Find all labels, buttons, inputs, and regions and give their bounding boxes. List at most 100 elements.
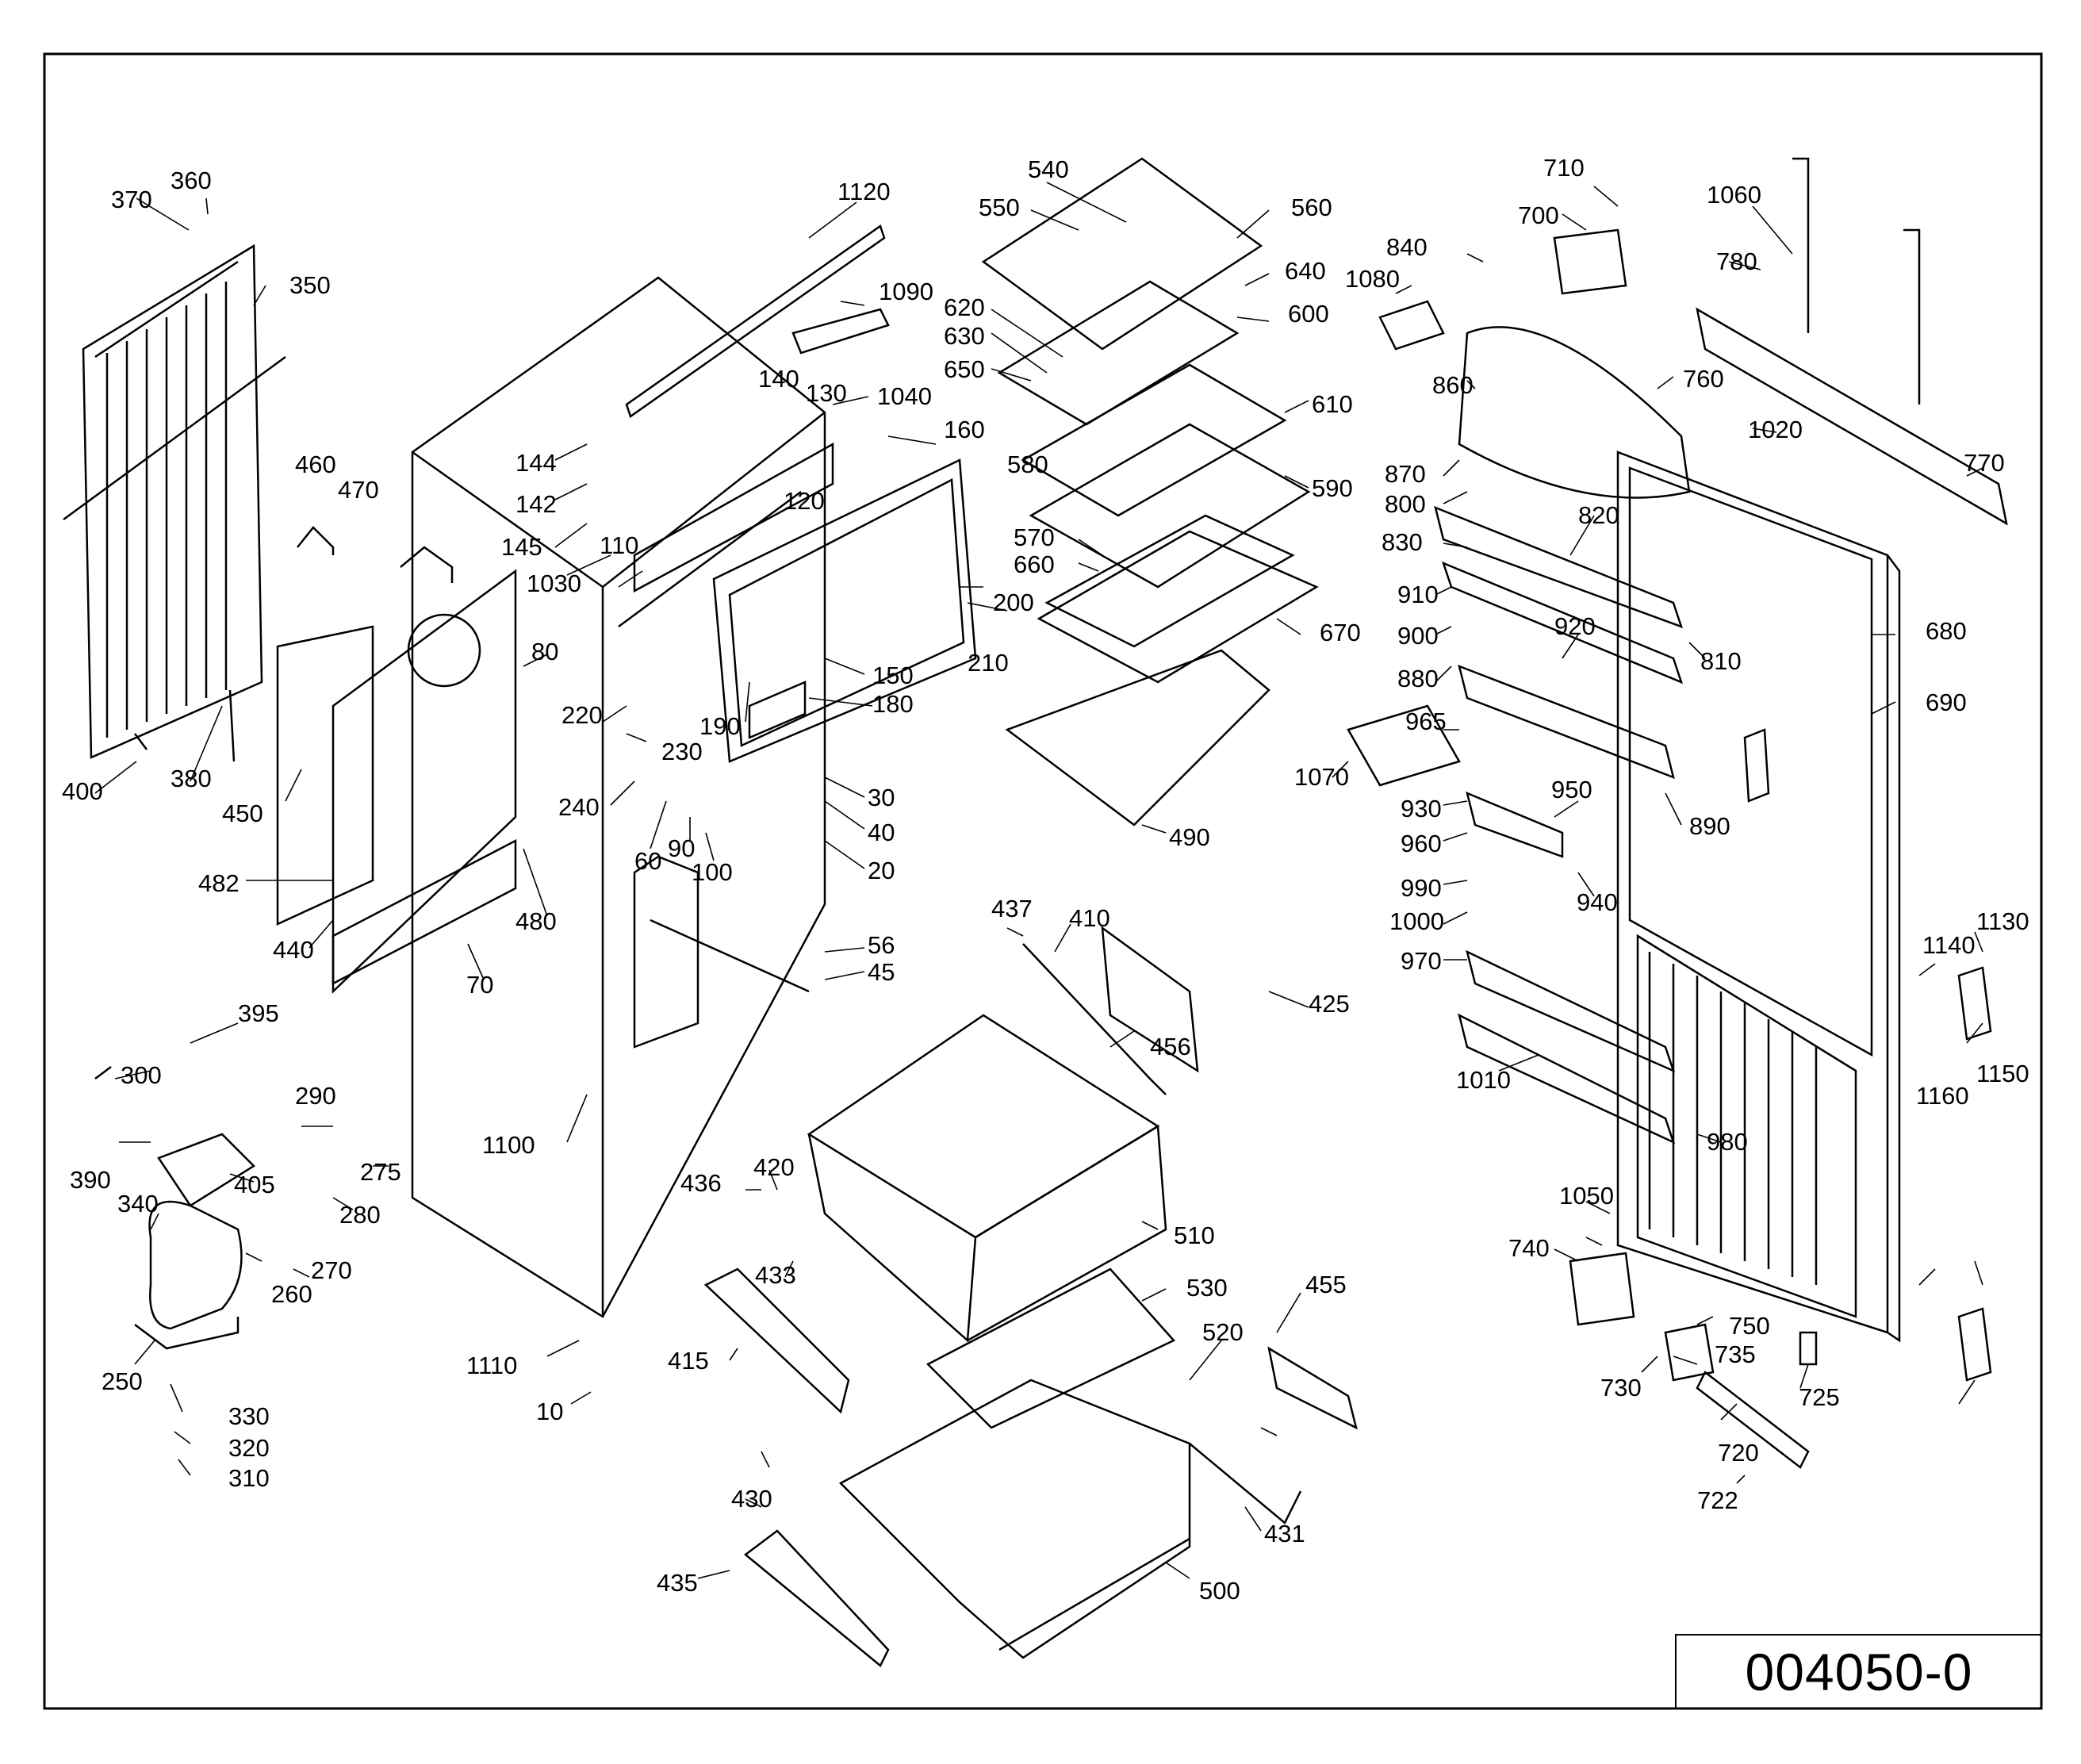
callout-30: 30 (868, 784, 895, 811)
crisper-bins-part (807, 926, 1358, 1659)
callout-740: 740 (1508, 1234, 1550, 1262)
callout-210: 210 (968, 649, 1009, 677)
callout-890: 890 (1689, 812, 1730, 840)
callout-405: 405 (234, 1171, 275, 1198)
callout-455: 455 (1305, 1271, 1347, 1298)
callout-144: 144 (515, 449, 557, 477)
callout-180: 180 (872, 690, 914, 718)
compressor-part (94, 1066, 255, 1350)
callout-275: 275 (360, 1158, 401, 1186)
callout-410: 410 (1069, 904, 1110, 932)
callout-720: 720 (1718, 1439, 1759, 1467)
callout-70: 70 (466, 971, 493, 999)
callout-800: 800 (1385, 490, 1426, 518)
drawing-id-number: 004050-0 (1745, 1643, 1973, 1701)
callout-437: 437 (991, 895, 1033, 922)
callout-20: 20 (868, 857, 895, 884)
callout-395: 395 (238, 999, 279, 1027)
control-panel-part (625, 224, 890, 593)
callout-190: 190 (699, 712, 741, 740)
callout-470: 470 (338, 476, 379, 504)
callout-370: 370 (111, 186, 152, 213)
cabinet-part (411, 276, 826, 1318)
callout-1090: 1090 (879, 278, 933, 305)
callout-436-upper: 436 (680, 1169, 722, 1197)
fridge-door-part (1616, 451, 1901, 1343)
callout-940: 940 (1577, 888, 1618, 916)
leader-lines (94, 182, 1983, 1579)
callout-1070: 1070 (1294, 763, 1349, 791)
callout-260: 260 (271, 1280, 312, 1308)
callout-960: 960 (1401, 830, 1442, 857)
callout-140: 140 (758, 365, 799, 393)
callout-510: 510 (1174, 1221, 1215, 1249)
callout-820: 820 (1578, 501, 1619, 529)
line-art (63, 157, 2008, 1667)
callout-480: 480 (515, 907, 557, 935)
callout-200: 200 (993, 589, 1034, 616)
callout-590: 590 (1312, 474, 1353, 502)
callout-722: 722 (1697, 1486, 1738, 1514)
callout-60: 60 (634, 847, 661, 875)
callout-330: 330 (228, 1402, 270, 1430)
door-bins-part (1347, 300, 1691, 1145)
hinge-bracket-part (1553, 157, 2008, 526)
callout-870: 870 (1385, 460, 1426, 488)
callout-550: 550 (979, 194, 1020, 221)
callout-530: 530 (1186, 1274, 1228, 1302)
callout-380: 380 (171, 765, 212, 792)
drawing-frame (43, 52, 2043, 1710)
callout-1130-upper: 1130 (1976, 907, 2029, 935)
callout-1060: 1060 (1707, 181, 1761, 209)
callout-600: 600 (1288, 300, 1329, 328)
callout-610: 610 (1312, 390, 1353, 418)
callout-280: 280 (339, 1201, 381, 1229)
callout-710-upper: 710 (1543, 154, 1585, 182)
callout-300: 300 (121, 1061, 162, 1089)
callout-56: 56 (868, 931, 895, 959)
callout-400: 400 (62, 777, 103, 805)
callout-250: 250 (102, 1367, 143, 1395)
callout-10: 10 (536, 1398, 563, 1425)
callout-1140-upper: 1140 (1922, 931, 1976, 959)
callout-340: 340 (117, 1190, 159, 1218)
callout-460: 460 (295, 451, 336, 478)
callout-500: 500 (1199, 1577, 1240, 1605)
callout-980: 980 (1707, 1128, 1748, 1156)
callout-1050: 1050 (1559, 1182, 1614, 1210)
callout-360: 360 (171, 167, 212, 194)
callout-900: 900 (1397, 622, 1439, 650)
callout-1040: 1040 (877, 382, 932, 410)
callout-620: 620 (944, 293, 985, 321)
callout-730: 730 (1600, 1374, 1642, 1402)
callout-130: 130 (806, 379, 847, 407)
callout-910: 910 (1397, 581, 1439, 608)
callout-570: 570 (1014, 523, 1055, 551)
callout-433-upper: 433 (755, 1261, 796, 1289)
callout-750: 750 (1729, 1312, 1770, 1340)
callout-670: 670 (1320, 619, 1361, 646)
callout-80: 80 (531, 638, 558, 665)
callout-1100: 1100 (482, 1131, 535, 1159)
callout-240: 240 (558, 793, 600, 821)
callout-810: 810 (1700, 647, 1742, 675)
door-shelf-part (712, 458, 977, 763)
callout-450: 450 (222, 800, 263, 827)
callout-220: 220 (561, 701, 603, 729)
callout-700: 700 (1518, 201, 1559, 229)
callout-350: 350 (289, 271, 331, 299)
callout-90: 90 (668, 834, 695, 862)
callout-45: 45 (868, 958, 895, 986)
callout-431: 431 (1264, 1520, 1305, 1547)
glass-shelves-part (981, 157, 1319, 826)
callout-425: 425 (1309, 990, 1350, 1018)
callout-40: 40 (868, 819, 895, 846)
callout-415: 415 (668, 1347, 709, 1375)
callout-860: 860 (1432, 371, 1474, 399)
callout-840: 840 (1386, 233, 1428, 261)
callout-830: 830 (1382, 528, 1423, 556)
callout-1030: 1030 (527, 569, 581, 597)
callout-120: 120 (784, 487, 825, 515)
condenser-part (63, 244, 286, 762)
callout-150: 150 (872, 662, 914, 689)
